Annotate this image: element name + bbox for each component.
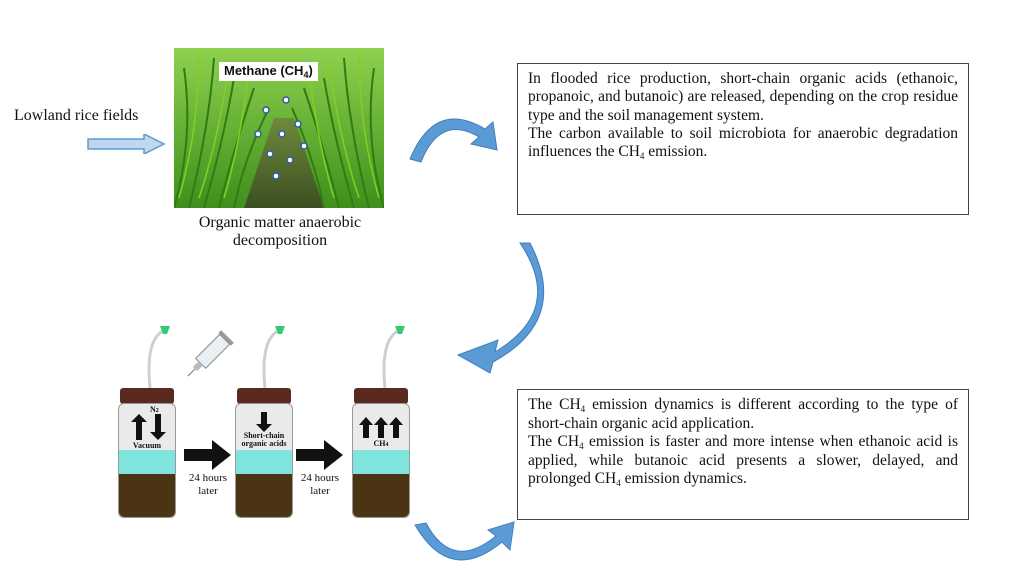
curved-arrow-2 — [456, 242, 545, 374]
step-arrow-1-label: 24 hours later — [188, 472, 228, 498]
step-arrow-1 — [184, 440, 231, 470]
jar-1: N2 Vacuum — [118, 388, 176, 518]
jar-2-label: Short-chain organic acids — [241, 431, 287, 449]
jar-3: CH4 — [352, 388, 410, 518]
jar-3-tube — [382, 326, 405, 389]
step-arrow-2 — [296, 440, 343, 470]
input-label: Lowland rice fields — [14, 107, 139, 124]
rice-field-photo: Methane (CH4) — [174, 48, 384, 208]
info-box-bottom: The CH4 emission dynamics is different a… — [517, 389, 969, 520]
input-arrow — [87, 134, 166, 154]
curved-arrow-3 — [414, 521, 515, 561]
jar-3-label: CH4 — [373, 439, 389, 448]
jar-2-tube — [262, 326, 285, 389]
jar-2: Short-chain organic acids — [235, 388, 293, 518]
jar-1-label: Vacuum — [132, 441, 162, 450]
photo-caption: Organic matter anaerobic decomposition — [198, 214, 362, 250]
info-box-top: In flooded rice production, short-chain … — [517, 63, 969, 215]
jar-1-n2: N2 — [150, 405, 159, 414]
curved-arrow-1 — [409, 118, 498, 163]
syringe-icon — [187, 330, 234, 377]
methane-label: Methane (CH4) — [219, 62, 318, 81]
jar-1-tube — [147, 326, 170, 389]
step-arrow-2-label: 24 hours later — [300, 472, 340, 498]
